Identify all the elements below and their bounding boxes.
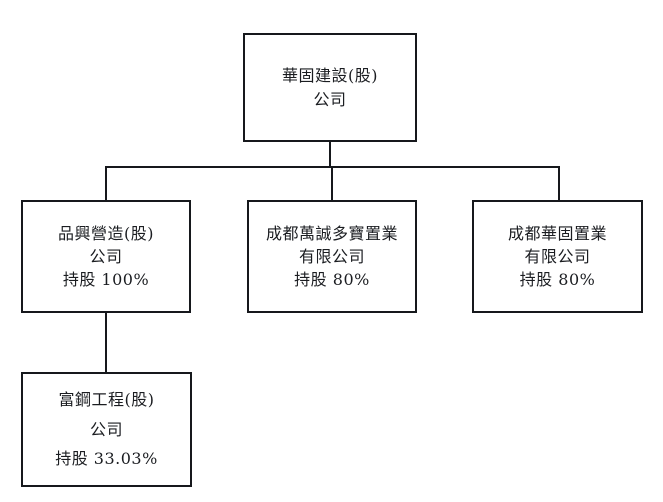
org-node-root-name: 華固建設(股) xyxy=(282,66,378,86)
org-node-root-name-line2: 公司 xyxy=(313,89,347,109)
org-node-chengdu-huaku-ownership: 持股 80% xyxy=(519,270,596,290)
org-node-pinxing-name-line2: 公司 xyxy=(89,246,123,266)
org-node-pinxing[interactable]: 品興營造(股) 公司 持股 100% xyxy=(21,200,191,313)
org-node-wancheng-name: 成都萬誠多寶置業 xyxy=(265,223,398,243)
connector-drop-to-pinxing xyxy=(105,166,107,201)
org-node-root[interactable]: 華固建設(股) 公司 xyxy=(243,33,417,142)
org-node-fugang[interactable]: 富鋼工程(股) 公司 持股 33.03% xyxy=(21,372,192,487)
org-node-chengdu-huaku[interactable]: 成都華固置業 有限公司 持股 80% xyxy=(472,200,643,313)
org-node-wancheng-name-line2: 有限公司 xyxy=(298,246,365,266)
org-node-chengdu-huaku-name-line2: 有限公司 xyxy=(524,246,591,266)
org-node-pinxing-ownership: 持股 100% xyxy=(62,270,150,290)
connector-drop-to-wancheng xyxy=(331,166,333,201)
org-node-pinxing-name: 品興營造(股) xyxy=(58,223,154,243)
org-node-wancheng[interactable]: 成都萬誠多寶置業 有限公司 持股 80% xyxy=(247,200,417,313)
connector-root-stem xyxy=(329,142,331,168)
connector-pinxing-to-fugang xyxy=(105,313,107,373)
org-node-fugang-name-line2: 公司 xyxy=(89,419,123,439)
org-node-fugang-ownership: 持股 33.03% xyxy=(55,449,158,469)
connector-drop-to-chengdu-huaku xyxy=(558,166,560,201)
org-node-fugang-name: 富鋼工程(股) xyxy=(58,390,155,410)
org-node-chengdu-huaku-name: 成都華固置業 xyxy=(507,223,607,243)
org-node-wancheng-ownership: 持股 80% xyxy=(294,270,370,290)
